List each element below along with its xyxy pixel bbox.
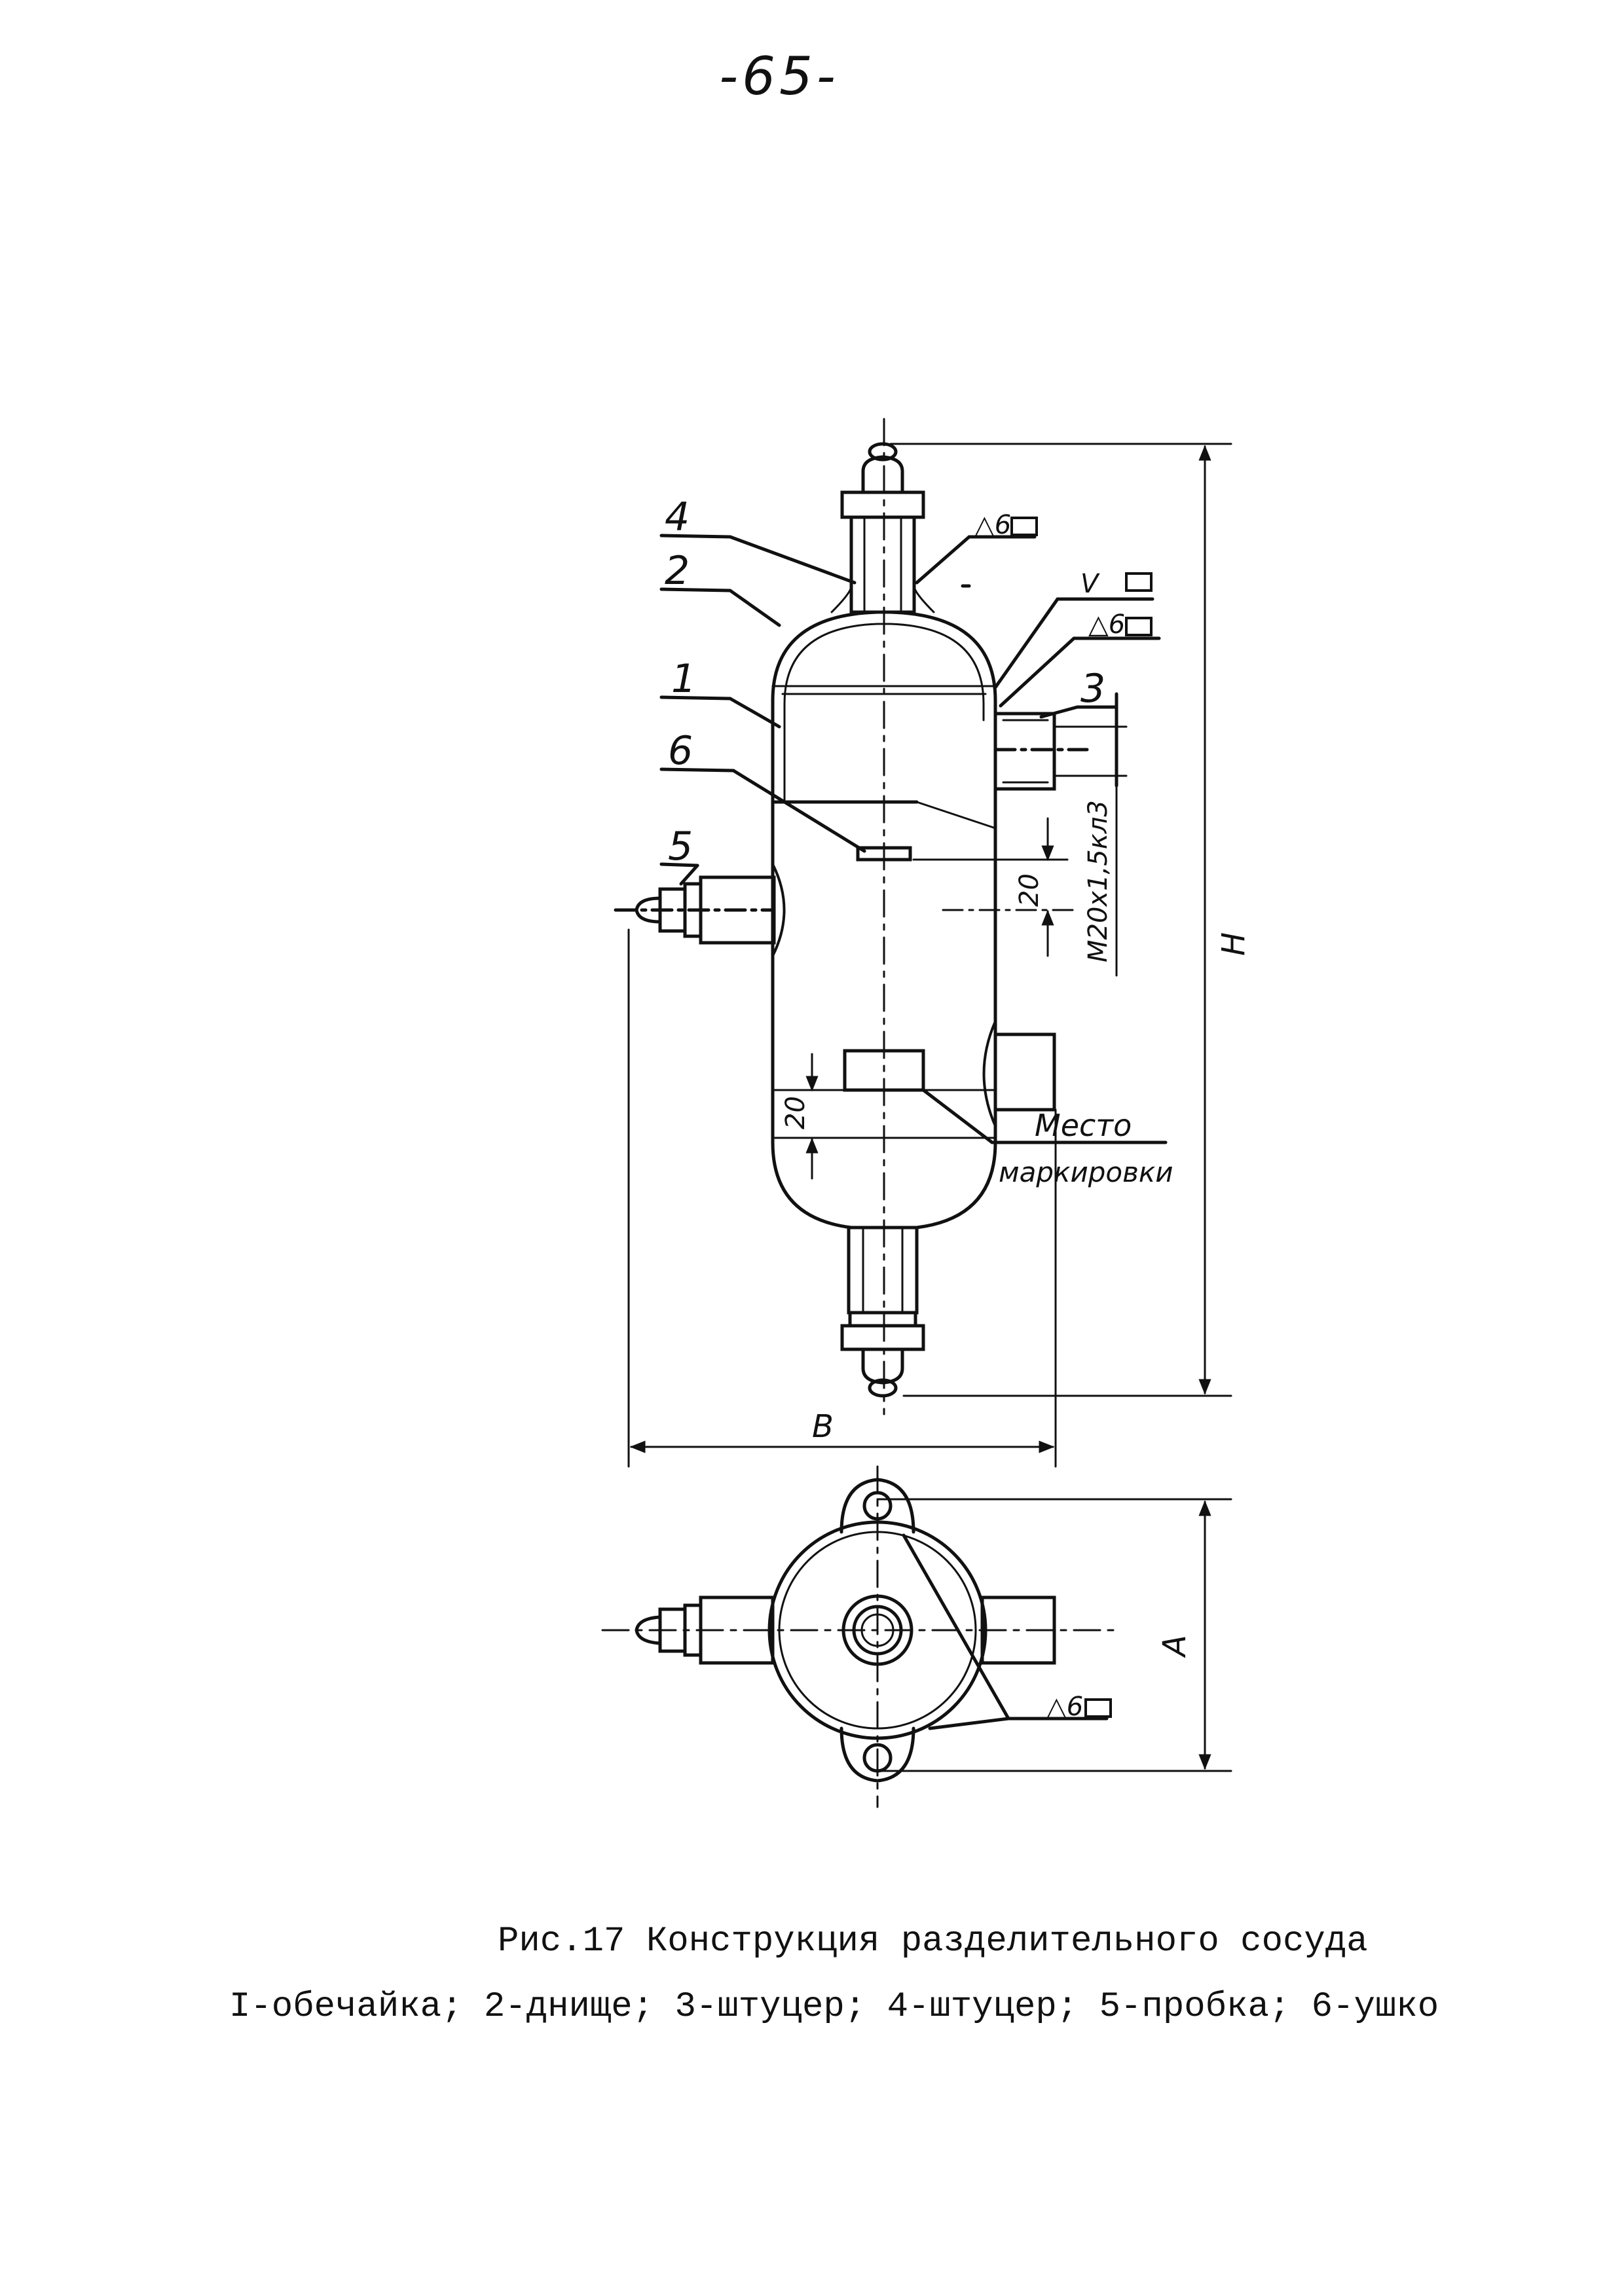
dim-width-b: B bbox=[812, 1408, 834, 1445]
page-number: -65- bbox=[719, 46, 840, 107]
callout-5: 5 bbox=[668, 824, 693, 869]
callout-4: 4 bbox=[665, 494, 690, 540]
marking-place-line2: маркировки bbox=[999, 1156, 1173, 1188]
weld-symbol-3: △6 bbox=[1088, 610, 1125, 640]
callout-1: 1 bbox=[671, 656, 696, 702]
weld-symbol-4: △6 bbox=[1046, 1692, 1083, 1722]
dim-thread: M20x1,5кл3 bbox=[1083, 800, 1113, 962]
weld-symbol-2: V bbox=[1080, 569, 1100, 599]
figure-caption-title: Рис.17 Конструкция разделительного сосуд… bbox=[498, 1922, 1368, 1961]
callout-3: 3 bbox=[1080, 666, 1105, 712]
callout-2: 2 bbox=[665, 548, 690, 594]
dim-offset-lower: 20 bbox=[781, 1096, 811, 1129]
dim-height-h: H bbox=[1215, 932, 1252, 956]
marking-place-line1: Место bbox=[1035, 1108, 1132, 1143]
figure-caption-legend: I-обечайка; 2-днище; 3-штуцер; 4-штуцер;… bbox=[229, 1987, 1439, 2027]
weld-symbol-1: △6 bbox=[974, 510, 1011, 540]
callout-6: 6 bbox=[668, 728, 693, 774]
dim-offset-upper: 20 bbox=[1014, 873, 1044, 907]
vessel-shell bbox=[771, 610, 997, 1230]
dim-plan-a: A bbox=[1156, 1635, 1193, 1658]
